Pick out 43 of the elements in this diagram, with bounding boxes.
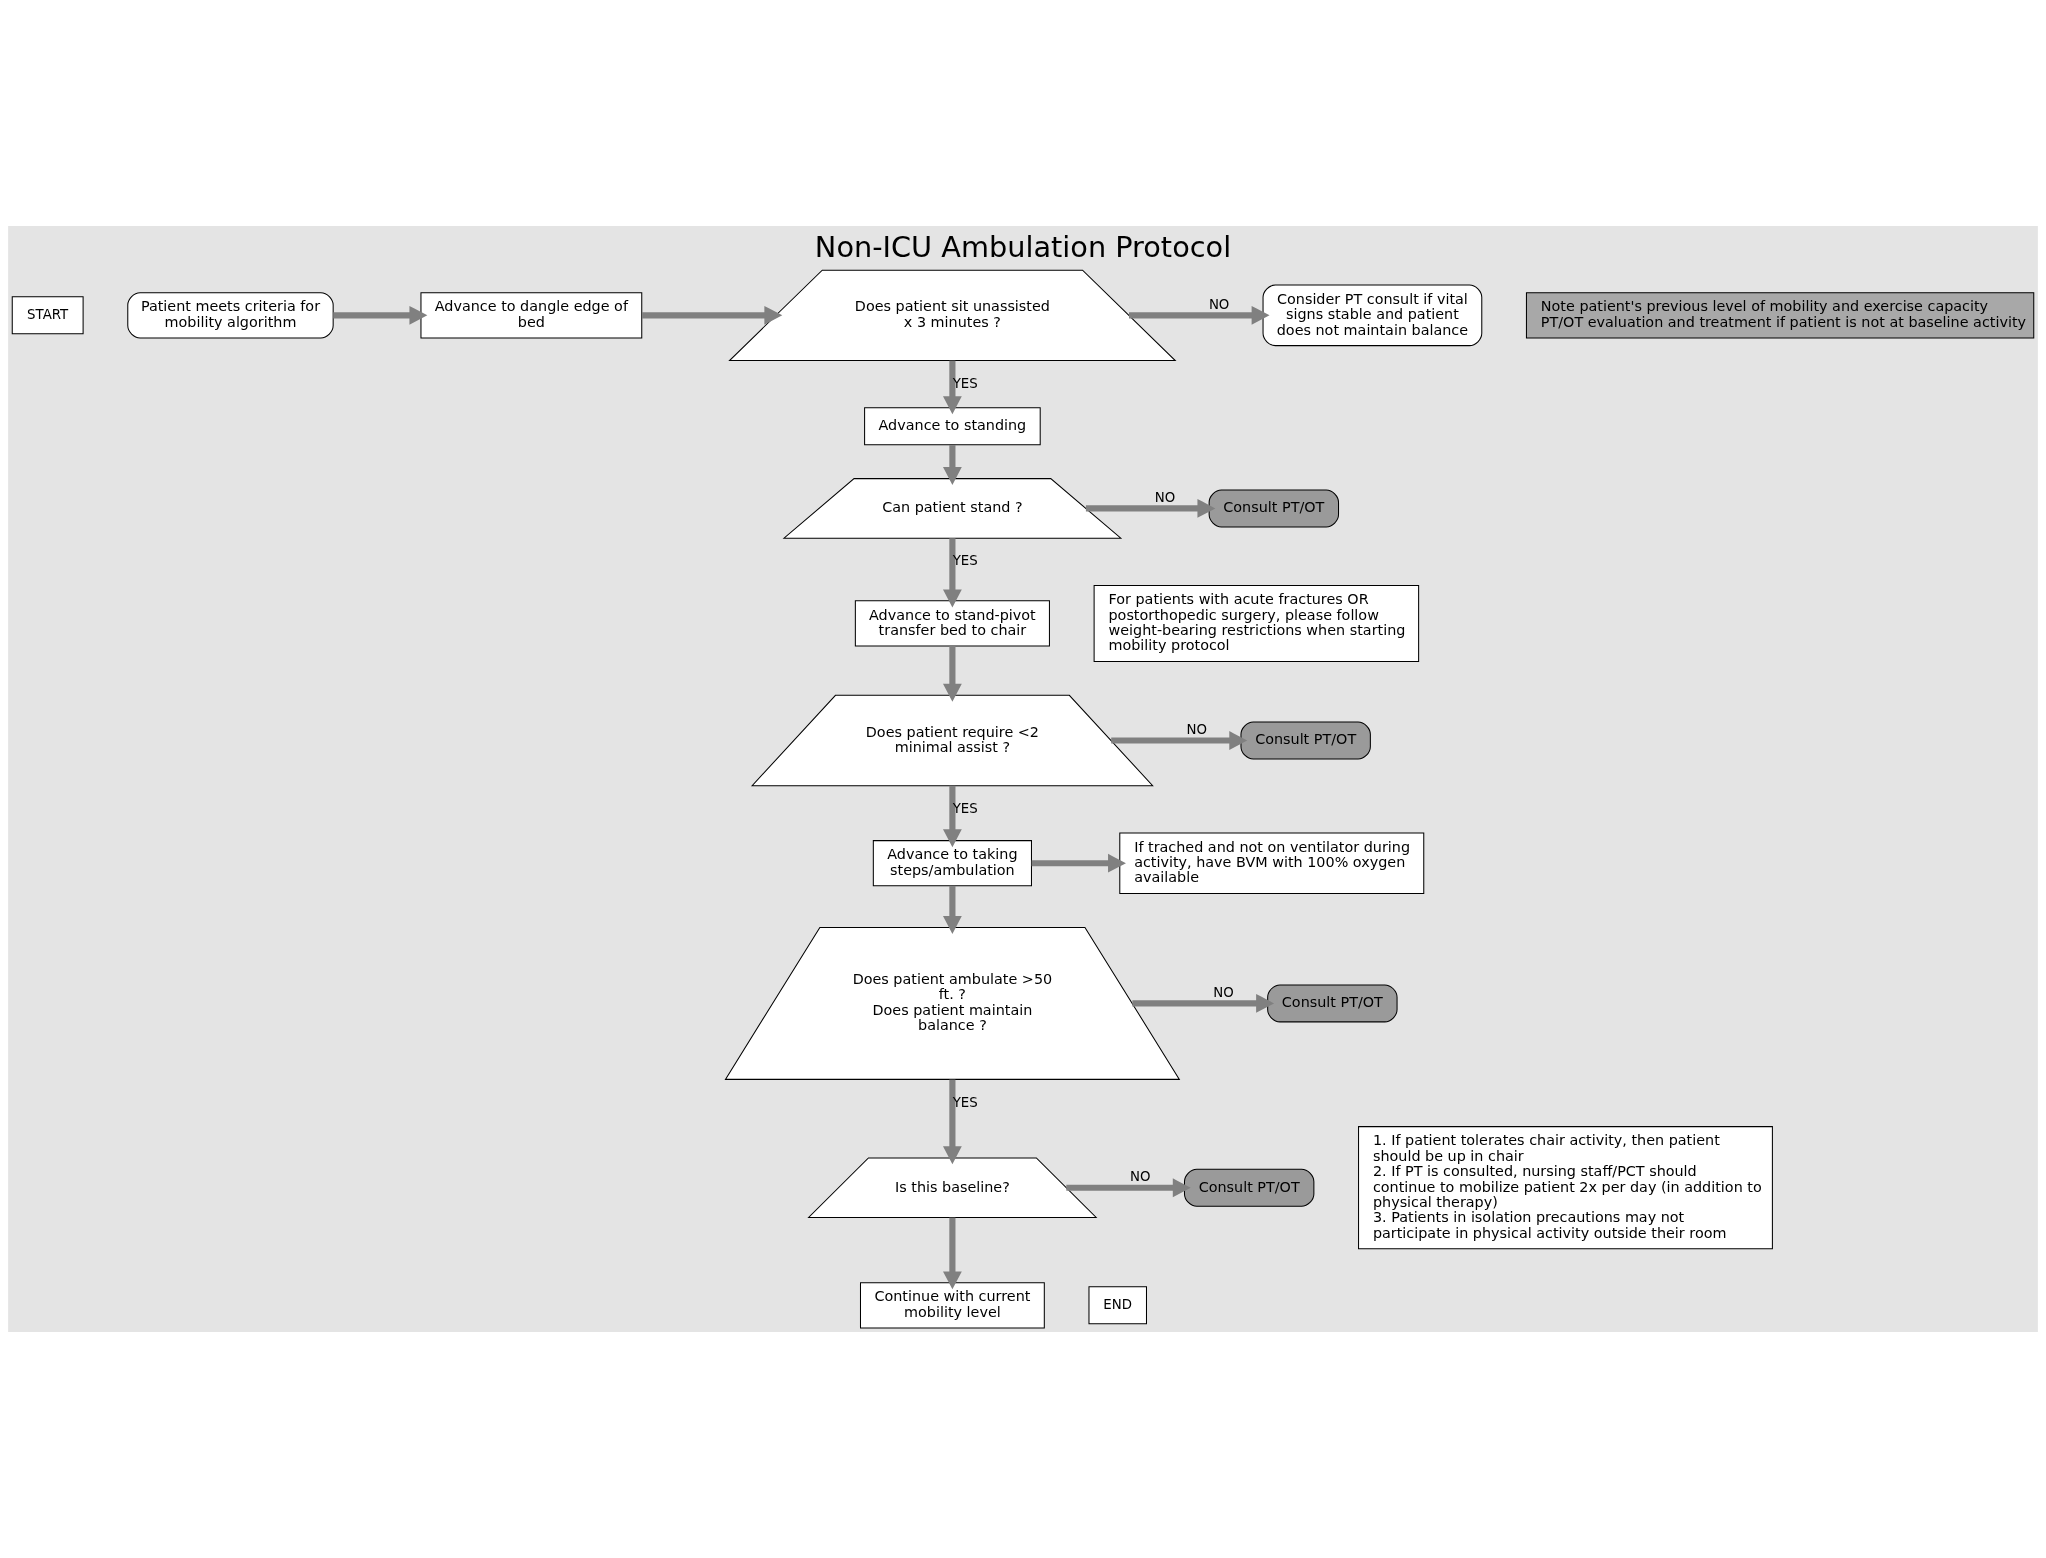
node-box: Consult PT/OT — [1208, 489, 1340, 528]
node-box: If trached and not on ventilator during activity, have BVM with 100% oxygen available — [1119, 832, 1425, 894]
arrow — [641, 305, 783, 325]
arrow — [1031, 853, 1126, 873]
node-box: END — [1088, 1286, 1147, 1325]
arrow — [943, 360, 962, 415]
arrow — [1085, 499, 1216, 518]
node-box: Advance to stand-pivot transfer bed to chair — [854, 600, 1050, 647]
edge-label: NO — [1208, 296, 1230, 312]
edge-label: YES — [952, 1094, 978, 1110]
arrow — [1066, 1178, 1191, 1198]
node-box: START — [11, 296, 84, 335]
arrow — [943, 1079, 962, 1165]
node-box: Advance to dangle edge of bed — [420, 292, 643, 339]
arrow — [943, 538, 962, 608]
arrow — [1111, 731, 1248, 750]
arrow — [943, 785, 962, 848]
arrow — [943, 445, 962, 485]
arrow — [333, 305, 428, 325]
node-box: Patient meets criteria for mobility algorithm — [127, 292, 334, 339]
node-box: Consult PT/OT — [1183, 1168, 1315, 1207]
edge-label: NO — [1154, 489, 1176, 505]
arrow — [1132, 993, 1275, 1013]
edge-label: NO — [1130, 1168, 1151, 1184]
arrow — [943, 1217, 962, 1290]
node-box: Note patient's previous level of mobility and exercise capacity PT/OT evaluation and treatment if patient is not at baseline activity — [1525, 292, 2035, 339]
node-box: Advance to taking steps/ambulation — [872, 840, 1032, 887]
node-box: Consider PT consult if vital signs stable and patient does not maintain balance — [1262, 284, 1483, 347]
edge-label: YES — [952, 800, 978, 816]
node-box: Advance to standing — [864, 407, 1041, 446]
diagram-title: Non-ICU Ambulation Protocol — [814, 230, 1232, 265]
edge-label: NO — [1213, 984, 1234, 1000]
node-box: Consult PT/OT — [1240, 721, 1371, 760]
arrow — [943, 885, 962, 934]
node-box: 1. If patient tolerates chair activity, then patient should be up in chair 2. If PT is consulted, nursing staff/PCT should continue to mobilize patient 2x per day (in addition to physical therapy) 3. Patients in isolation precautions may not participate in physical activity outside their room — [1358, 1126, 1773, 1250]
node-box: Continue with current mobility level — [859, 1282, 1045, 1329]
edge-label: NO — [1186, 721, 1208, 737]
arrow — [1129, 305, 1270, 325]
node-box: For patients with acute fractures OR postorthopedic surgery, please follow weight-bearing restrictions when starting mobility protocol — [1093, 584, 1420, 662]
edge-label: YES — [952, 375, 978, 391]
arrow — [943, 646, 962, 702]
node-box: Consult PT/OT — [1267, 984, 1398, 1023]
edge-label: YES — [952, 553, 978, 569]
